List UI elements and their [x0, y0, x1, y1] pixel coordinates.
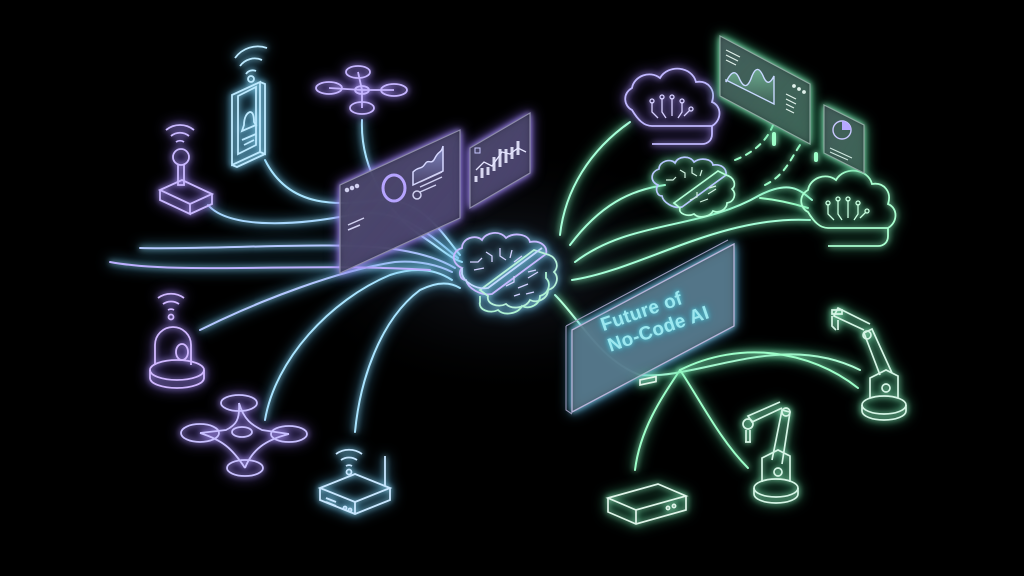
wave-chart-panel — [719, 35, 811, 145]
data-capsules — [772, 132, 818, 162]
joystick-icon — [157, 124, 215, 216]
dashboard-panel-left — [339, 129, 461, 274]
brain-circuit-icon-secondary — [651, 156, 736, 218]
bar-chart-panel — [469, 111, 531, 210]
robot-arm-icon-center — [742, 401, 799, 504]
cloud-circuit-icon-right — [800, 169, 897, 247]
brain-circuit-icon-central — [452, 232, 558, 315]
pie-chart-panel — [823, 104, 865, 174]
device-box-icon — [605, 375, 689, 525]
donut-chart-icon — [381, 173, 407, 203]
cloud-circuit-icon-top — [624, 67, 721, 145]
title-panel — [565, 239, 735, 415]
drone-icon-top — [315, 65, 408, 115]
camera-icon — [149, 292, 205, 389]
drone-icon-bottom — [180, 394, 308, 477]
robot-arm-icon-right — [831, 306, 907, 421]
doorbell-icon — [231, 45, 268, 168]
router-icon — [317, 448, 393, 515]
